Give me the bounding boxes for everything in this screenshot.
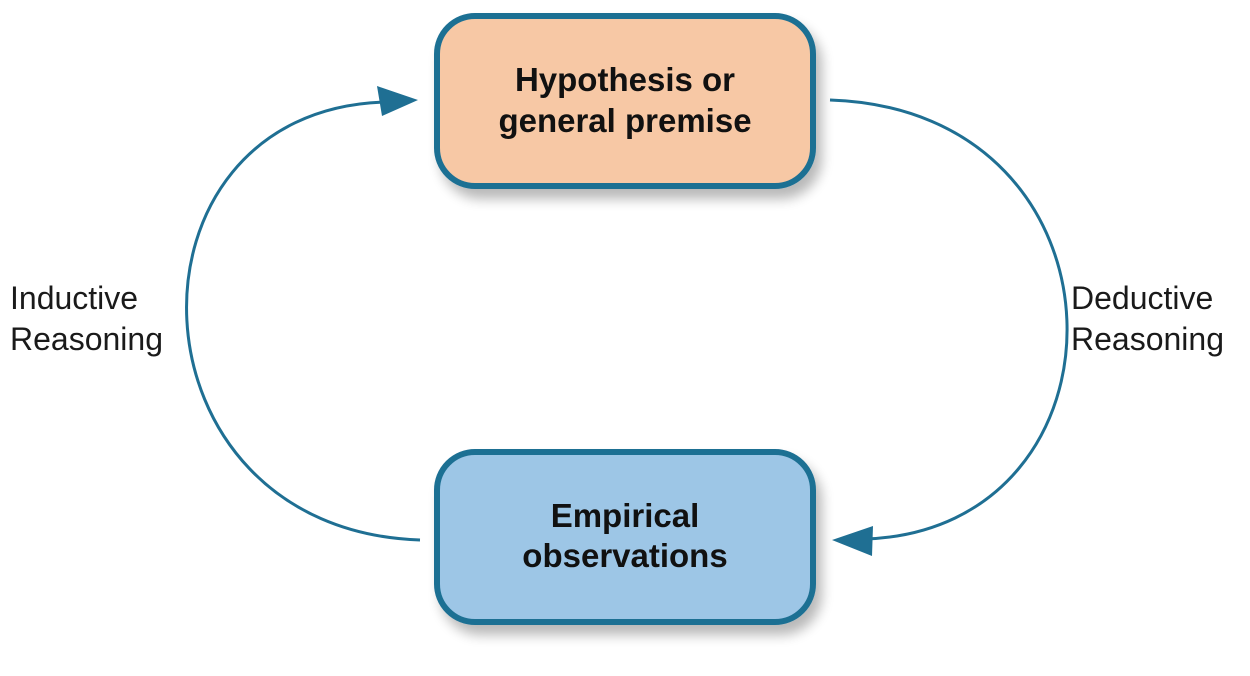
deductive-arrowhead — [832, 526, 873, 556]
deductive-arc — [829, 98, 1069, 541]
deductive-arrow — [829, 98, 1069, 556]
observations-label-line-2: observations — [522, 537, 727, 574]
inductive-arrowhead — [377, 86, 418, 116]
inductive-label-line-1: Inductive — [10, 280, 138, 316]
observations-node — [434, 449, 816, 625]
hypothesis-label-line-2: general premise — [498, 102, 751, 139]
deductive-label-line-1: Deductive — [1071, 280, 1213, 316]
observations-box — [434, 449, 816, 625]
inductive-arrow — [185, 86, 421, 542]
hypothesis-node — [434, 13, 816, 189]
observations-label-line-1: Empirical — [551, 497, 700, 534]
deductive-label-line-2: Reasoning — [1071, 321, 1224, 357]
inductive-label-line-2: Reasoning — [10, 321, 163, 357]
inductive-arc — [185, 100, 421, 542]
hypothesis-box — [434, 13, 816, 189]
hypothesis-label-line-1: Hypothesis or — [515, 61, 735, 98]
